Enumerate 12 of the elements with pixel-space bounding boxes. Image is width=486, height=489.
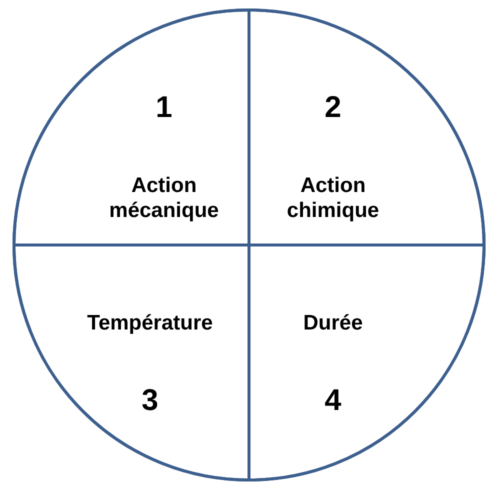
section-number: 2	[324, 90, 342, 126]
quadrant	[249, 8, 486, 245]
section-label: Durée	[303, 310, 363, 336]
quadrant	[249, 245, 486, 482]
quadrant	[12, 245, 249, 482]
section-label: Température	[87, 310, 213, 336]
section-number: 4	[324, 383, 342, 419]
section-label: Action mécanique	[109, 172, 219, 224]
quadrant	[12, 8, 249, 245]
section-number: 1	[156, 90, 172, 126]
section-number: 3	[142, 383, 158, 419]
section-label: Action chimique	[286, 172, 380, 224]
